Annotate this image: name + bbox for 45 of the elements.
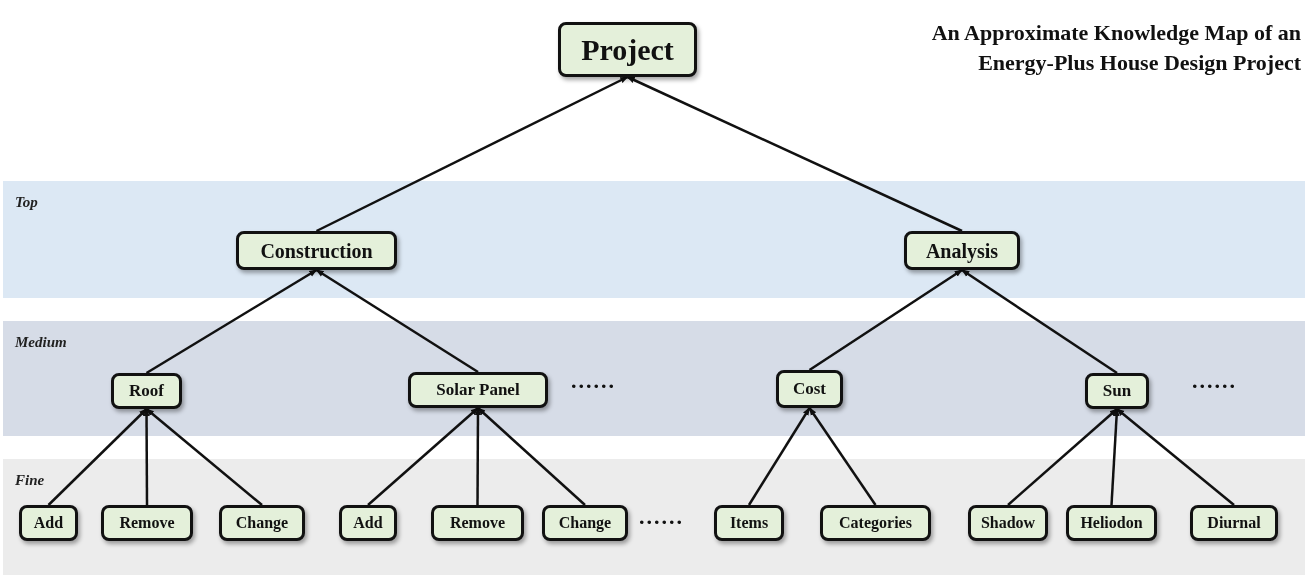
ellipsis-dots: ...... [571, 370, 616, 392]
level-band [3, 459, 1305, 575]
level-band [3, 181, 1305, 298]
diagram-title: An Approximate Knowledge Map of an Energy-Plus House Design Project [930, 19, 1301, 77]
arrow [808, 268, 963, 372]
concept-box: Roof [111, 373, 182, 409]
arrow [47, 408, 148, 506]
concept-box: Add [339, 505, 397, 541]
concept-box: Sun [1085, 373, 1149, 409]
arrow [367, 407, 479, 506]
arrow [747, 407, 811, 506]
arrow [145, 268, 318, 375]
arrow [315, 268, 479, 374]
concept-box: Remove [101, 505, 193, 541]
concept-box: Heliodon [1066, 505, 1157, 541]
arrow [474, 407, 482, 505]
level-label: Top [15, 193, 38, 212]
concept-box: Cost [776, 370, 843, 408]
ellipsis-dots: ...... [1192, 370, 1237, 392]
arrow [143, 408, 150, 505]
level-band [3, 321, 1305, 436]
concept-box: Change [219, 505, 305, 541]
concept-box: Change [542, 505, 628, 541]
arrow [808, 407, 877, 506]
arrow [961, 268, 1118, 375]
level-label: Medium [15, 333, 67, 352]
ellipsis-dots: ...... [639, 506, 684, 528]
level-label: Fine [15, 471, 45, 490]
arrow [315, 75, 629, 233]
concept-box: Shadow [968, 505, 1048, 541]
arrow [145, 408, 263, 506]
arrow [626, 75, 963, 233]
concept-box: Categories [820, 505, 931, 541]
concept-box: Items [714, 505, 784, 541]
arrow [1110, 408, 1120, 506]
arrow [477, 407, 586, 506]
concept-box: Add [19, 505, 78, 541]
concept-box: Construction [236, 231, 397, 270]
concept-box: Project [558, 22, 697, 77]
arrow [1116, 408, 1235, 506]
arrow [1007, 408, 1118, 506]
concept-box: Solar Panel [408, 372, 548, 408]
concept-box: Remove [431, 505, 524, 541]
concept-box: Analysis [904, 231, 1020, 270]
concept-box: Diurnal [1190, 505, 1278, 541]
